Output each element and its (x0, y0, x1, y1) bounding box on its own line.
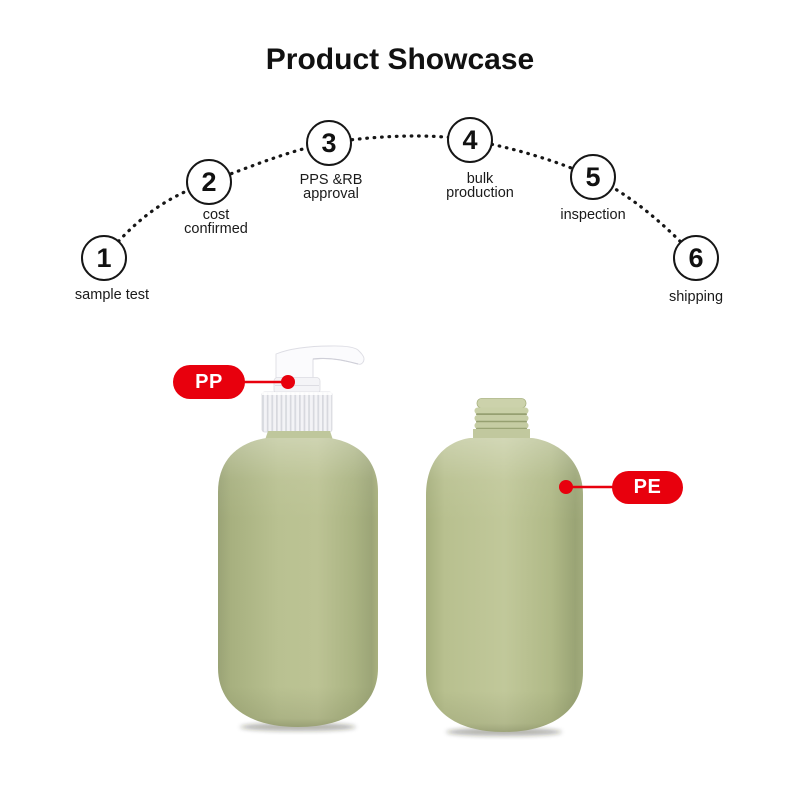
step-number: 2 (201, 166, 217, 197)
step-label-shipping: shipping (668, 289, 724, 305)
step-circle-6: 6 (673, 235, 719, 281)
bottle-neck-ring (265, 431, 333, 440)
pp-material-badge: PP (173, 365, 245, 399)
bottle-thread-2 (474, 415, 529, 422)
step-circle-3: 3 (306, 120, 352, 166)
pe-material-badge: PE (612, 471, 683, 504)
pump-bottle (218, 345, 378, 731)
pp-pointer-dot (281, 375, 295, 389)
pump-cap-highlight (262, 392, 332, 395)
bare-bottle (426, 398, 613, 736)
pump-ribbed-cap (261, 391, 333, 433)
pe-pointer-dot (559, 480, 573, 494)
step-number: 5 (585, 161, 601, 192)
thread-shadow-2 (476, 420, 527, 423)
step-number: 6 (688, 242, 704, 273)
step-label-inspection: inspection (560, 207, 626, 223)
step-circle-5: 5 (570, 154, 616, 200)
step-number: 3 (321, 127, 337, 158)
pp-badge-label: PP (195, 370, 223, 393)
bottle-neck-band (473, 429, 530, 440)
step-circle-1: 1 (81, 235, 127, 281)
pump-spout-underside-shade (312, 357, 359, 365)
thread-shadow-1 (476, 413, 527, 416)
step-label-sample-test: sample test (74, 287, 150, 303)
bottle-thread-1 (474, 407, 529, 414)
bottle-neck-lip (476, 398, 527, 409)
step-circle-4: 4 (447, 117, 493, 163)
step-number: 4 (462, 124, 478, 155)
step-number: 1 (96, 242, 112, 273)
bare-bottle-shoulder-highlight (426, 438, 583, 522)
pump-spout (275, 345, 365, 381)
page-title: Product Showcase (265, 43, 535, 76)
pe-badge-label: PE (633, 476, 662, 498)
pump-bottle-shoulder-highlight (218, 438, 378, 520)
bottle-thread-3 (474, 422, 529, 429)
step-circle-2: 2 (186, 159, 232, 205)
